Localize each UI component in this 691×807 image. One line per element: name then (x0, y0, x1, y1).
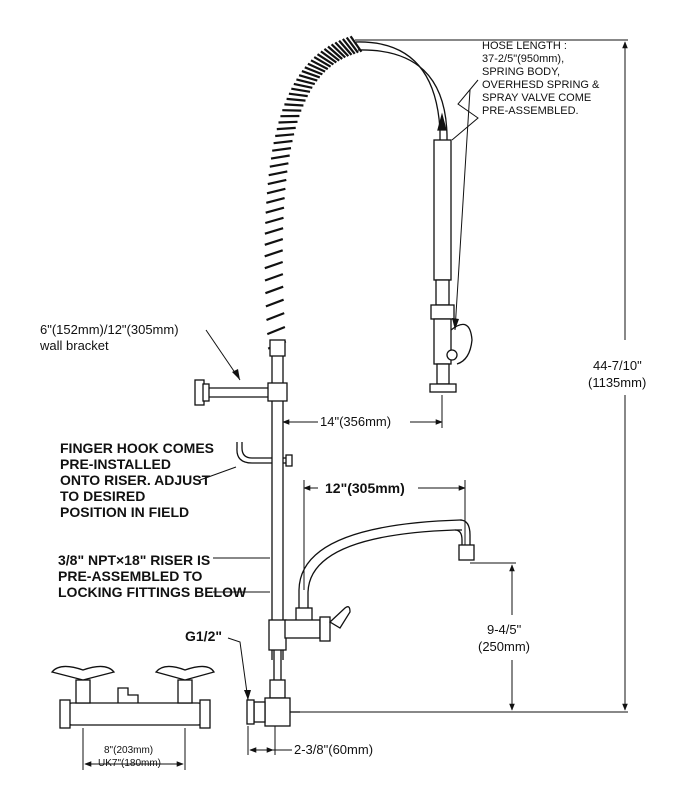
spring-coil (294, 84, 313, 88)
spring-coil (265, 274, 283, 280)
spring-coil (267, 327, 285, 334)
spring-coil (265, 218, 283, 223)
overhead-spring (265, 36, 362, 356)
center-spacing-uk: UK7"(180mm) (98, 758, 161, 770)
spring-coil (266, 198, 284, 203)
spring-coil (272, 148, 291, 151)
spring-coil (265, 250, 283, 256)
spring-coil (277, 128, 296, 129)
spring-coil (267, 189, 285, 194)
spring-coil (271, 156, 290, 159)
center-spacing-std: 8"(203mm) (104, 745, 153, 757)
spring-coil (289, 94, 308, 96)
dimension-lines (83, 40, 628, 770)
hose-and-spray-valve (356, 42, 472, 392)
swing-spout (285, 520, 474, 641)
finger-hook (237, 442, 292, 466)
hose-note: HOSE LENGTH : 37-2/5"(950mm), SPRING BOD… (482, 40, 599, 118)
bracket-note: 6"(152mm)/12"(305mm) wall bracket (40, 322, 179, 354)
riser-note: 3/8" NPT×18" RISER IS PRE-ASSEMBLED TO L… (58, 552, 246, 600)
spout-reach-dimension: 12"(305mm) (325, 480, 405, 496)
spout-height-in: 9-4/5" (487, 622, 521, 638)
total-height-in: 44-7/10" (593, 358, 642, 374)
spring-coil (265, 228, 283, 234)
riser-tube (269, 355, 286, 680)
spring-coil (287, 99, 306, 101)
spring-coil (267, 313, 285, 320)
spring-coil (279, 122, 298, 123)
spring-coil (284, 104, 303, 105)
spring-coil (269, 171, 288, 175)
spring-coil (291, 89, 310, 92)
spring-coil (265, 287, 283, 294)
inlet-thread-label: G1/2" (185, 628, 222, 644)
spout-height-mm: (250mm) (478, 639, 530, 655)
spring-coil (265, 262, 283, 268)
spring-coil (266, 300, 284, 307)
hose-reach-dimension: 14"(356mm) (320, 414, 391, 430)
spring-coil (265, 239, 283, 245)
spring-coil (270, 163, 289, 166)
spring-coil (274, 141, 293, 143)
spring-coil (266, 208, 284, 213)
total-height-mm: (1135mm) (588, 375, 646, 391)
locking-fittings (247, 680, 300, 726)
wall-bracket (195, 380, 287, 405)
offset-dimension: 2-3/8"(60mm) (294, 742, 373, 758)
spring-coil (268, 180, 287, 184)
front-view-faucet (52, 666, 214, 728)
spring-coil (275, 134, 294, 136)
spring-base-collar (270, 340, 285, 356)
finger-hook-note: FINGER HOOK COMES PRE-INSTALLED ONTO RIS… (60, 440, 214, 520)
